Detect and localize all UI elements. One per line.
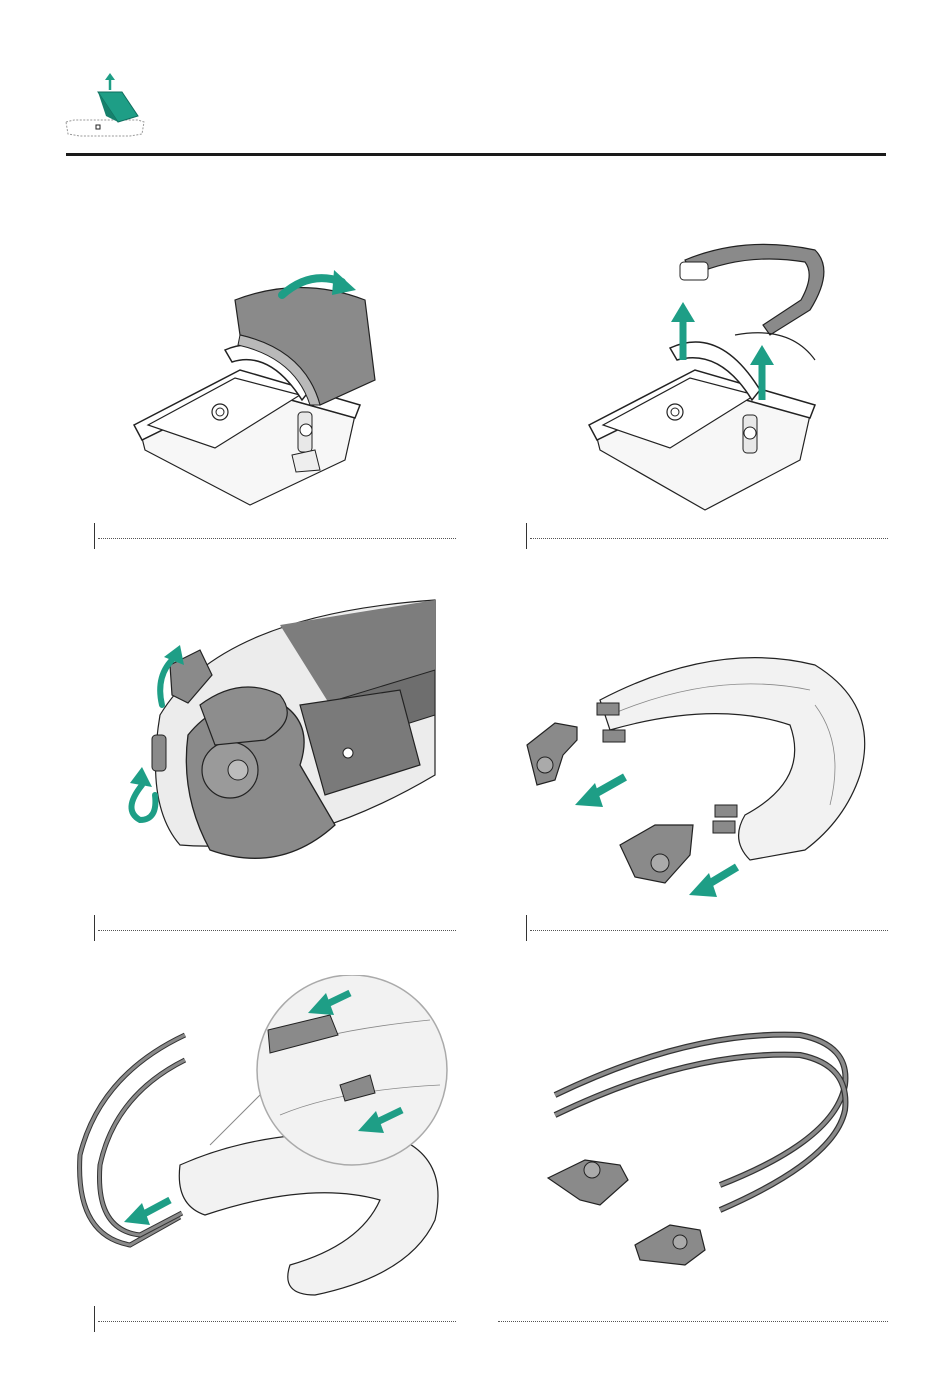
step-2-illustration — [565, 230, 845, 530]
step-6-footer — [470, 1306, 888, 1332]
footer-dotted-line — [530, 538, 888, 539]
footer-tick — [94, 523, 95, 549]
step-3-illustration — [100, 595, 440, 885]
step-1-footer — [66, 523, 456, 549]
bassinet-canopy-remove-icon — [60, 70, 150, 140]
footer-dotted-line — [530, 930, 888, 931]
header-divider — [66, 153, 886, 156]
step-4-footer — [498, 915, 888, 941]
step-5-footer — [66, 1306, 456, 1332]
step-3-footer — [66, 915, 456, 941]
footer-dotted-line — [498, 1321, 888, 1322]
step-1-illustration — [120, 240, 390, 520]
step-2-footer — [498, 523, 888, 549]
footer-tick — [526, 523, 527, 549]
step-5-illustration — [70, 975, 460, 1305]
step-4-illustration — [515, 645, 875, 905]
footer-tick — [526, 915, 527, 941]
footer-dotted-line — [98, 538, 456, 539]
footer-dotted-line — [98, 930, 456, 931]
footer-tick — [94, 1306, 95, 1332]
footer-tick — [94, 915, 95, 941]
footer-dotted-line — [98, 1321, 456, 1322]
step-6-illustration — [540, 1020, 860, 1270]
